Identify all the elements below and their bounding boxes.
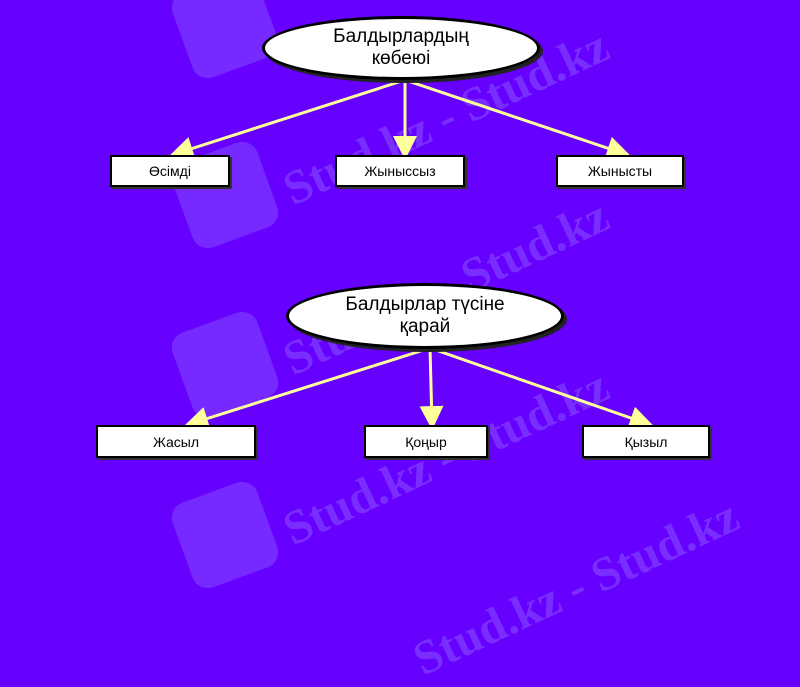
node-brown: Қоңыр (364, 425, 488, 458)
node-green: Жасыл (96, 425, 256, 458)
node-asexual: Жыныссыз (335, 155, 465, 187)
connector-arrows (169, 78, 654, 431)
root-node-reproduction: Балдырлардың көбеюі (262, 16, 540, 80)
root-node-line1: Балдырлардың (333, 26, 469, 47)
node-sexual: Жынысты (556, 155, 684, 187)
node-vegetative: Өсімді (110, 155, 230, 187)
root-node-line2: көбеюі (371, 48, 431, 69)
root-node-line2: қарай (399, 316, 451, 337)
root-node-color: Балдырлар түсіне қарай (286, 283, 564, 349)
root-node-line1: Балдырлар түсіне (345, 294, 505, 315)
node-red: Қызыл (582, 425, 710, 458)
